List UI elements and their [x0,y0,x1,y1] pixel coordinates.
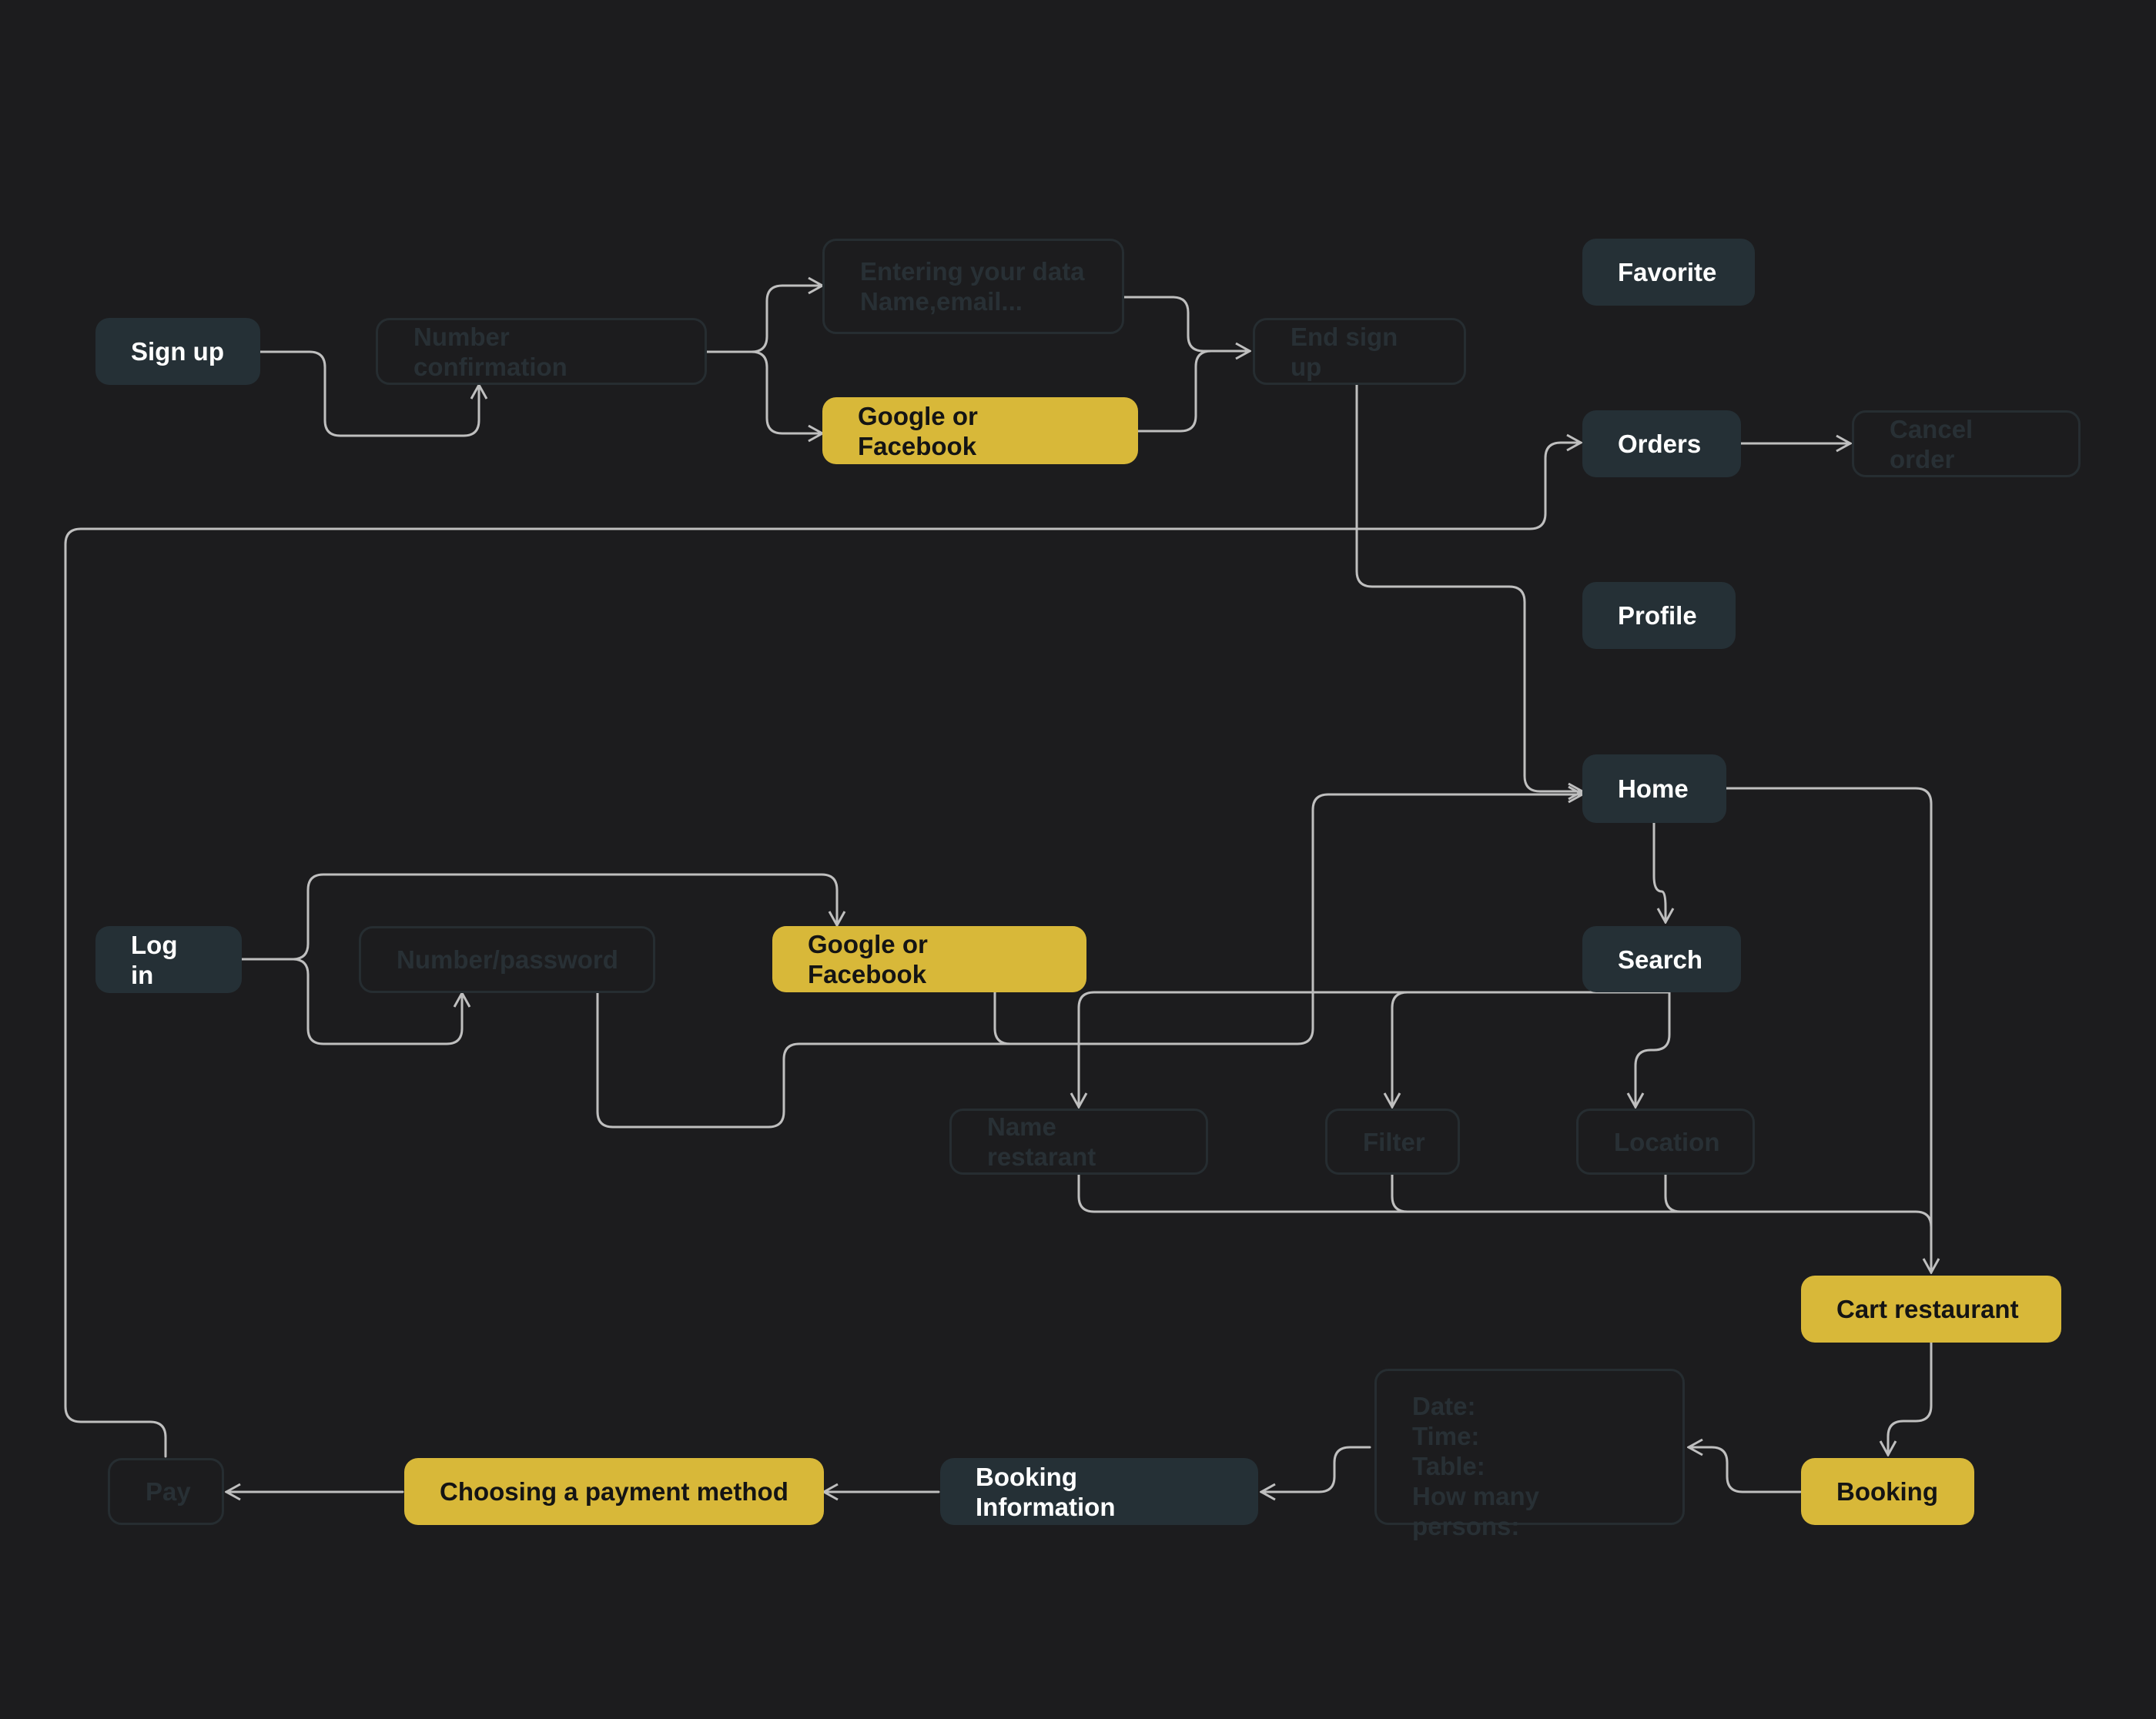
connector-number-password-to-home [596,794,1582,1129]
connector-signup-to-number-confirmation [259,350,479,437]
entering-data-node[interactable]: Entering your data Name,email... [822,239,1124,334]
booking-information-node[interactable]: Booking Information [940,1458,1258,1525]
connector-login-to-number-password [240,958,462,1045]
connector-filter-to-cart [1391,1172,1409,1213]
connector-location-to-cart [1664,1172,1682,1213]
filter-node[interactable]: Filter [1325,1109,1460,1175]
home-node[interactable]: Home [1582,754,1726,823]
favorite-node[interactable]: Favorite [1582,239,1755,306]
cancel-order-node[interactable]: Cancel order [1852,410,2081,477]
connector-entering-data-to-end-signup [1123,296,1250,351]
cart-restaurant-node[interactable]: Cart restaurant [1801,1276,2061,1343]
google-facebook-login-node[interactable]: Google or Facebook [772,926,1086,992]
connector-number-to-entering-data [705,286,822,353]
location-node[interactable]: Location [1576,1109,1755,1175]
end-sign-up-node[interactable]: End sign up [1253,318,1466,385]
booking-details-node[interactable]: Date: Time: Table: How many persons: [1374,1369,1685,1540]
connector-home-to-search [1652,821,1666,922]
pay-node[interactable]: Pay [108,1458,224,1525]
booking-node[interactable]: Booking [1801,1458,1974,1525]
google-facebook-signup-node[interactable]: Google or Facebook [822,397,1138,464]
connector-cart-to-booking [1888,1341,1933,1455]
connector-search-to-filter [1392,991,1671,1107]
connector-home-to-cart-restaurant [1725,787,1931,1273]
connector-search-to-location [1635,991,1671,1107]
number-password-node[interactable]: Number/password [359,926,655,993]
connector-pay-to-orders [64,443,1581,1458]
connector-name-restaurant-to-cart [1077,1172,1933,1229]
connector-google-login-to-home [993,991,1080,1045]
number-confirmation-node[interactable]: Number confirmation [376,318,707,385]
connector-login-to-google-login [291,873,837,961]
connector-booking-details-to-booking-information [1261,1446,1371,1492]
name-restaurant-node[interactable]: Name restarant [949,1109,1208,1175]
orders-node[interactable]: Orders [1582,410,1741,477]
connector-search-to-name-restaurant [1079,991,1671,1107]
profile-node[interactable]: Profile [1582,582,1736,649]
choosing-payment-method-node[interactable]: Choosing a payment method [404,1458,824,1525]
search-node[interactable]: Search [1582,926,1741,992]
sign-up-node[interactable]: Sign up [95,318,260,385]
log-in-node[interactable]: Log in [95,926,242,993]
connector-google-signup-to-end-signup [1137,349,1213,433]
connector-end-signup-to-home [1355,383,1582,791]
connector-booking-to-booking-details [1689,1447,1802,1493]
connector-number-to-google-signup [750,350,822,433]
